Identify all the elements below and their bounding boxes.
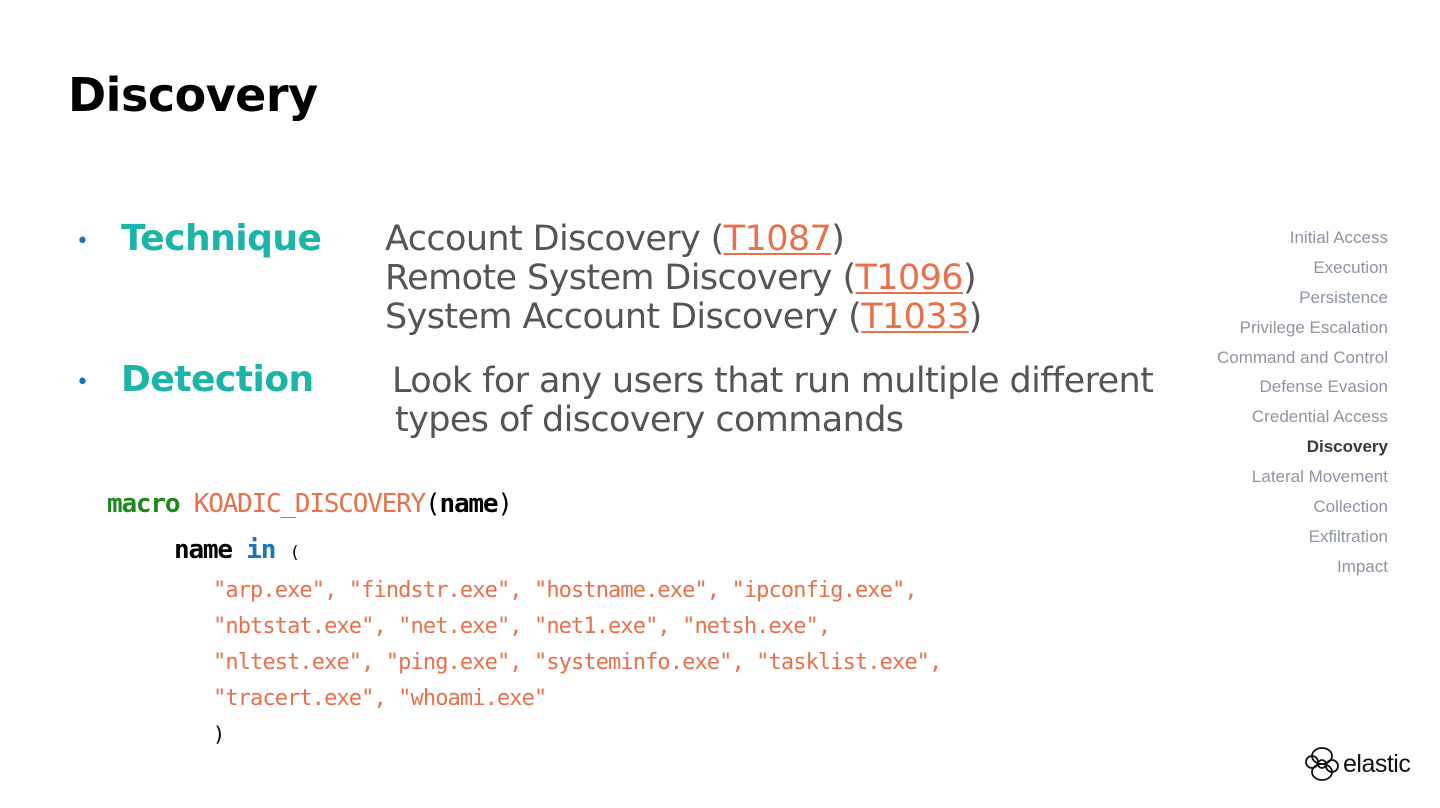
code-string-line: "nbtstat.exe", "net.exe", "net1.exe", "n…: [213, 614, 831, 639]
elastic-logo-text: elastic: [1343, 749, 1411, 778]
detection-label: Detection: [121, 359, 314, 400]
technique-item: Account Discovery (T1087): [385, 219, 845, 259]
nav-item-lateral-movement: Lateral Movement: [1251, 467, 1388, 487]
code-macro-name: KOADIC_DISCOVERY: [193, 489, 426, 519]
technique-label: Technique: [121, 218, 322, 259]
code-macro-line: macro KOADIC_DISCOVERY(name): [107, 489, 513, 519]
page-title: Discovery: [68, 68, 318, 122]
code-name-var: name: [174, 535, 233, 565]
nav-item-initial-access: Initial Access: [1289, 228, 1388, 247]
code-open-paren: (: [425, 489, 441, 519]
nav-item-impact: Impact: [1336, 556, 1388, 576]
bullet-detection: •: [76, 370, 89, 395]
code-list-open: (: [289, 543, 300, 563]
detection-line: Look for any users that run multiple dif…: [392, 361, 1154, 401]
detection-text: Look for any users that run multiple dif…: [392, 361, 1154, 440]
code-macro-arg: name: [439, 489, 498, 519]
code-close-paren: ): [497, 489, 513, 519]
code-string-line: "arp.exe", "findstr.exe", "hostname.exe"…: [213, 578, 918, 603]
nav-item-defense-evasion: Defense Evasion: [1259, 377, 1388, 397]
nav-item-execution: Execution: [1313, 257, 1388, 277]
code-name-line: name in (: [174, 535, 300, 565]
elastic-logo-icon: [1305, 747, 1339, 781]
code-in-keyword: in: [246, 535, 276, 565]
nav-item-credential-access: Credential Access: [1251, 407, 1388, 427]
technique-item: Remote System Discovery (T1096): [385, 258, 977, 298]
detection-line: types of discovery commands: [395, 400, 904, 440]
bullet-technique: •: [76, 229, 89, 254]
technique-item: System Account Discovery (T1033): [385, 297, 982, 337]
code-string-line: "tracert.exe", "whoami.exe": [213, 686, 547, 711]
elastic-logo: elastic: [1303, 744, 1415, 784]
nav-item-privilege-escalation: Privilege Escalation: [1239, 317, 1388, 337]
nav-item-collection: Collection: [1313, 497, 1388, 517]
nav-item-discovery: Discovery: [1306, 437, 1388, 457]
technique-list: Account Discovery (T1087) Remote System …: [385, 220, 982, 337]
tactic-nav: Initial Access Execution Persistence Pri…: [1217, 226, 1388, 585]
nav-item-command-and-control: Command and Control: [1216, 347, 1388, 367]
nav-item-exfiltration: Exfiltration: [1308, 526, 1388, 546]
technique-link-t1033[interactable]: T1033: [861, 297, 969, 337]
technique-link-t1087[interactable]: T1087: [723, 219, 832, 259]
nav-item-persistence: Persistence: [1299, 287, 1388, 307]
code-string-line: "nltest.exe", "ping.exe", "systeminfo.ex…: [213, 650, 942, 675]
technique-link-t1096[interactable]: T1096: [855, 258, 964, 298]
code-list-close: ): [213, 722, 226, 746]
code-macro-keyword: macro: [107, 489, 180, 519]
